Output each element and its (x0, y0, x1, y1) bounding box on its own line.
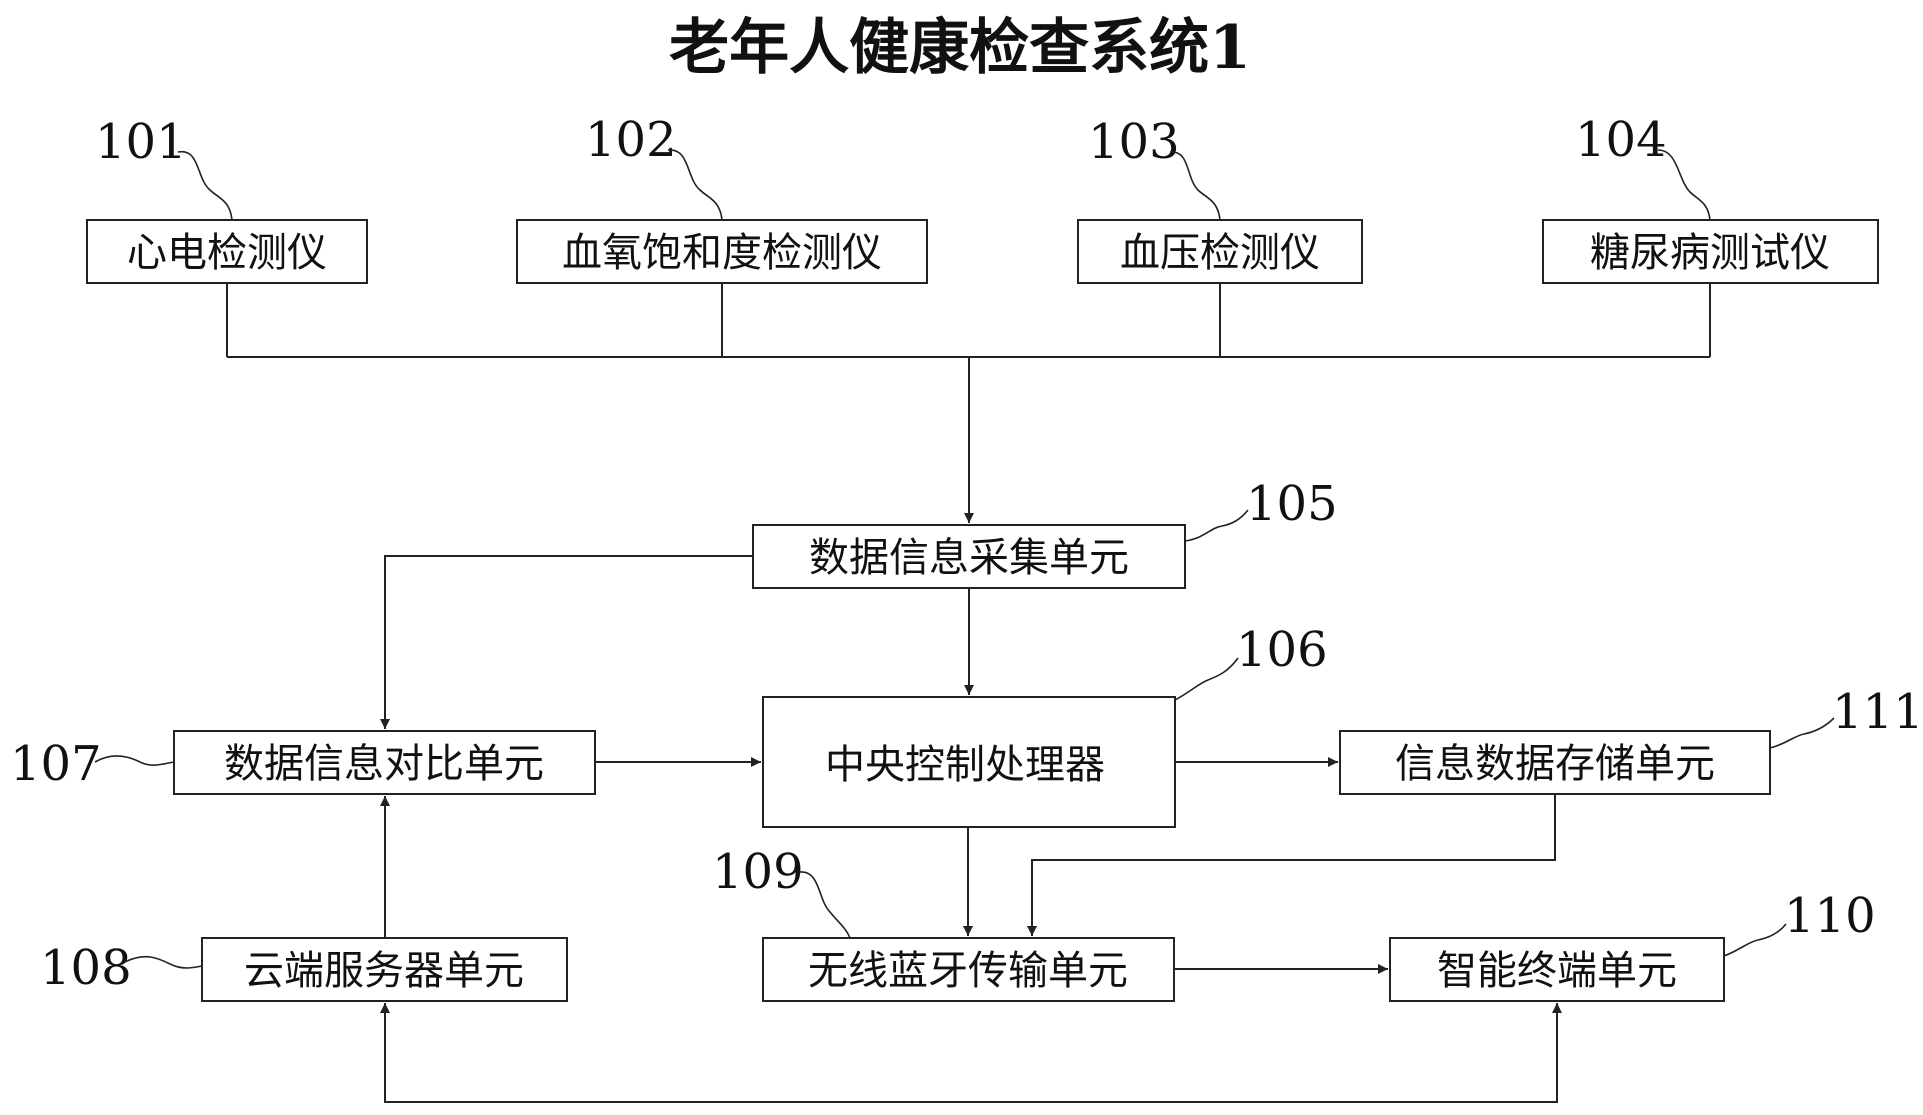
node-101-box (86, 219, 368, 284)
diagram-title: 老年人健康检查系统1 (669, 13, 1251, 83)
ref-109: 109 (712, 844, 804, 900)
leader-108 (124, 955, 203, 969)
node-107-label: 数据信息对比单元 (224, 741, 544, 787)
node-102-label: 血氧饱和度检测仪 (562, 230, 882, 276)
leader-104 (1657, 149, 1711, 221)
node-105-label: 数据信息采集单元 (809, 535, 1129, 581)
node-108-box (201, 937, 568, 1002)
ref-103: 103 (1088, 114, 1180, 170)
node-110-label: 智能终端单元 (1437, 948, 1677, 994)
arrow-105-to-107 (380, 555, 753, 729)
node-106-box (762, 696, 1176, 828)
node-107-box (173, 730, 596, 795)
ref-106: 106 (1236, 622, 1328, 678)
leader-102 (667, 149, 723, 221)
node-102-box (516, 219, 928, 284)
leader-109 (799, 871, 851, 939)
leader-110 (1723, 923, 1787, 957)
node-101-label: 心电检测仪 (127, 230, 327, 276)
ref-101: 101 (95, 114, 187, 170)
node-104-box (1542, 219, 1879, 284)
ref-108: 108 (40, 940, 132, 996)
node-110-box (1389, 937, 1725, 1002)
node-104-label: 糖尿病测试仪 (1590, 230, 1830, 276)
node-111-box (1339, 730, 1771, 795)
node-109-label: 无线蓝牙传输单元 (808, 948, 1128, 994)
ref-102: 102 (585, 112, 677, 168)
arrow-111-to-109 (1027, 794, 1556, 936)
node-109-box (762, 937, 1175, 1002)
node-111-label: 信息数据存储单元 (1395, 741, 1715, 787)
leader-105 (1184, 509, 1249, 542)
device-bus-lines (226, 283, 1711, 358)
ref-105: 105 (1246, 476, 1338, 532)
bottom-loop-line (384, 1003, 1558, 1103)
leader-103 (1169, 151, 1221, 221)
node-108-label: 云端服务器单元 (244, 948, 524, 994)
ref-110: 110 (1784, 888, 1876, 944)
ref-107: 107 (10, 736, 102, 792)
leader-111 (1769, 717, 1835, 749)
leader-101 (177, 151, 233, 221)
leader-106 (1174, 657, 1239, 701)
leader-107 (94, 755, 175, 766)
ref-104: 104 (1575, 112, 1667, 168)
node-103-label: 血压检测仪 (1120, 230, 1320, 276)
node-106-label: 中央控制处理器 (825, 742, 1105, 788)
ref-111: 111 (1832, 684, 1923, 740)
